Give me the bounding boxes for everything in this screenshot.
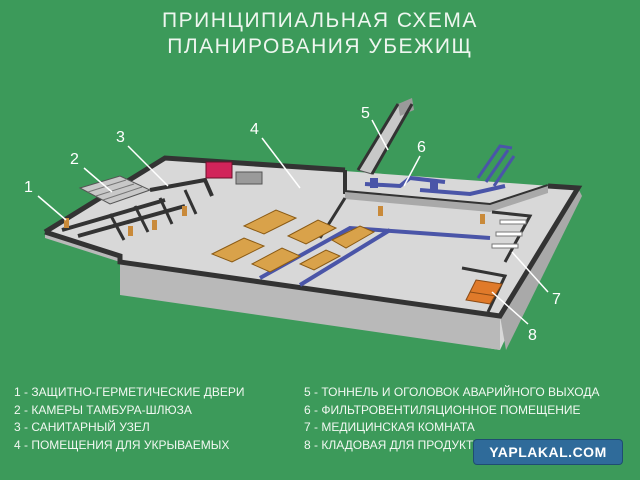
title-line-2: ПЛАНИРОВАНИЯ УБЕЖИЩ: [167, 35, 473, 58]
legend-item-8: 8 - КЛАДОВАЯ ДЛЯ ПРОДУКТОВ: [304, 437, 491, 452]
legend-left-column: 1 - ЗАЩИТНО-ГЕРМЕТИЧЕСКИЕ ДВЕРИ 2 - КАМЕ…: [14, 384, 245, 454]
ventilation-room: [343, 144, 549, 212]
door-icon: [128, 226, 133, 236]
callout-line-1: [37, 195, 67, 221]
diagram-title: ПРИНЦИПИАЛЬНАЯ СХЕМА ПЛАНИРОВАНИЯ УБЕЖИЩ: [0, 8, 640, 60]
medical-room: [491, 210, 533, 263]
callout-line-6: [403, 155, 421, 187]
callout-line-5: [371, 119, 389, 151]
legend-item-1: 1 - ЗАЩИТНО-ГЕРМЕТИЧЕСКИЕ ДВЕРИ: [14, 385, 245, 399]
door-icon: [378, 206, 383, 216]
vent-shaft: [492, 155, 516, 187]
back-wall-top: [43, 155, 346, 235]
callout-6: 6: [417, 139, 426, 156]
sanitary-room-wall: [149, 177, 214, 197]
airlock-partition: [183, 189, 198, 215]
callout-7: 7: [552, 291, 561, 308]
legend-item-6: 6 - ФИЛЬТРОВЕНТИЛЯЦИОННОЕ ПОМЕЩЕНИЕ: [304, 402, 581, 417]
vent-duct: [364, 175, 446, 189]
legend-right-column: 5 - ТОННЕЛЬ И ОГОЛОВОК АВАРИЙНОГО ВЫХОДА…: [304, 384, 599, 454]
callout-line-4: [261, 137, 301, 189]
bunk: [286, 219, 338, 245]
front-wall-top: [44, 183, 583, 319]
bunk: [210, 237, 266, 263]
door-icon: [182, 206, 187, 216]
bunks: [210, 209, 376, 273]
equipment-box: [235, 171, 263, 185]
title-line-1: ПРИНЦИПИАЛЬНАЯ СХЕМА: [162, 9, 478, 32]
vent-room-wall-face: [345, 186, 548, 212]
callout-3: 3: [116, 129, 125, 146]
airlock-chambers: [61, 175, 485, 241]
legend-item-7: 7 - МЕДИЦИНСКАЯ КОМНАТА: [304, 420, 475, 434]
storage-shelf: [465, 279, 503, 305]
airlock-partition: [158, 197, 174, 225]
callout-1: 1: [24, 179, 33, 196]
callout-8: 8: [528, 327, 537, 344]
legend-item-2: 2 - КАМЕРЫ ТАМБУРА-ШЛЮЗА: [14, 402, 192, 417]
door-icon: [152, 220, 157, 230]
front-wall-face: [120, 262, 500, 350]
callout-2: 2: [70, 151, 79, 168]
door-icon: [64, 218, 69, 228]
filter-unit: [430, 180, 438, 190]
door-icon: [480, 214, 485, 224]
right-wall-face: [500, 188, 582, 350]
legend-item-4: 4 - ПОМЕЩЕНИЯ ДЛЯ УКРЫВАЕМЫХ: [14, 437, 230, 452]
callout-lines: [37, 119, 549, 325]
bunk: [298, 249, 342, 271]
callout-line-2: [83, 167, 113, 193]
control-panel: [205, 161, 233, 179]
airlock-wall: [61, 198, 166, 232]
filter-unit: [370, 178, 378, 188]
vent-duct: [419, 184, 506, 197]
supply-pipe: [298, 228, 392, 287]
bunk: [242, 209, 298, 235]
callout-5: 5: [361, 105, 370, 122]
airlock-partition: [133, 205, 150, 233]
legend-item-3: 3 - САНИТАРНЫЙ УЗЕЛ: [14, 420, 150, 434]
vent-shaft: [476, 144, 513, 179]
vent-shaft: [484, 149, 510, 183]
callout-line-7: [511, 251, 549, 293]
airlock-partition: [108, 213, 126, 241]
bunk: [330, 225, 376, 249]
watermark: YAPLAKAL.COM: [474, 440, 622, 464]
food-storage: [461, 266, 508, 313]
legend-item-5: 5 - ТОННЕЛЬ И ОГОЛОВОК АВАРИЙНОГО ВЫХОДА: [304, 385, 600, 399]
callout-line-3: [127, 145, 169, 187]
emergency-exit-tunnel: [356, 98, 414, 175]
callout-4: 4: [250, 121, 259, 138]
bunk: [250, 247, 302, 273]
callout-line-8: [491, 291, 529, 325]
